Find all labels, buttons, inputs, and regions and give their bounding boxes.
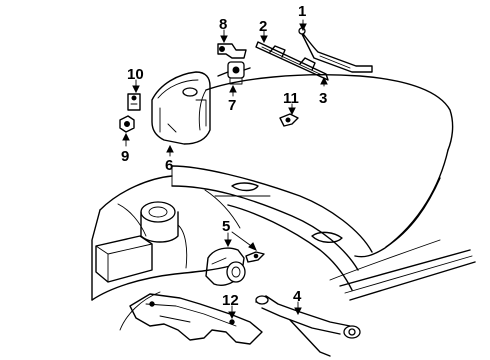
washer-reservoir[interactable] [151,71,211,145]
callout-12: 12 [222,292,239,309]
callout-3: 3 [319,90,327,107]
leader-arrows [122,19,328,320]
callout-10: 10 [127,66,144,83]
callout-7: 7 [228,97,236,114]
cowl-panel[interactable] [129,293,263,345]
washer-pump[interactable] [217,61,251,85]
windshield-washer-nozzle[interactable] [279,113,299,127]
callout-4: 4 [293,288,302,305]
wiper-linkage-transmission[interactable] [255,295,361,357]
callout-5: 5 [222,218,230,235]
callout-1: 1 [298,3,306,20]
hood-outline [198,74,454,258]
callout-11: 11 [283,90,299,107]
engine-bay-body [91,165,476,331]
washer-pump-bracket[interactable] [217,43,247,59]
callout-9: 9 [121,148,129,165]
wiper-blade[interactable] [255,41,329,81]
callout-8: 8 [219,16,227,33]
callout-2: 2 [259,18,267,35]
washer-fluid-level-sensor[interactable] [127,93,141,111]
callout-6: 6 [165,157,173,174]
wiper-motor[interactable] [205,247,265,286]
washer-nozzle[interactable] [119,115,135,133]
wiper-arm-right[interactable] [298,27,373,73]
